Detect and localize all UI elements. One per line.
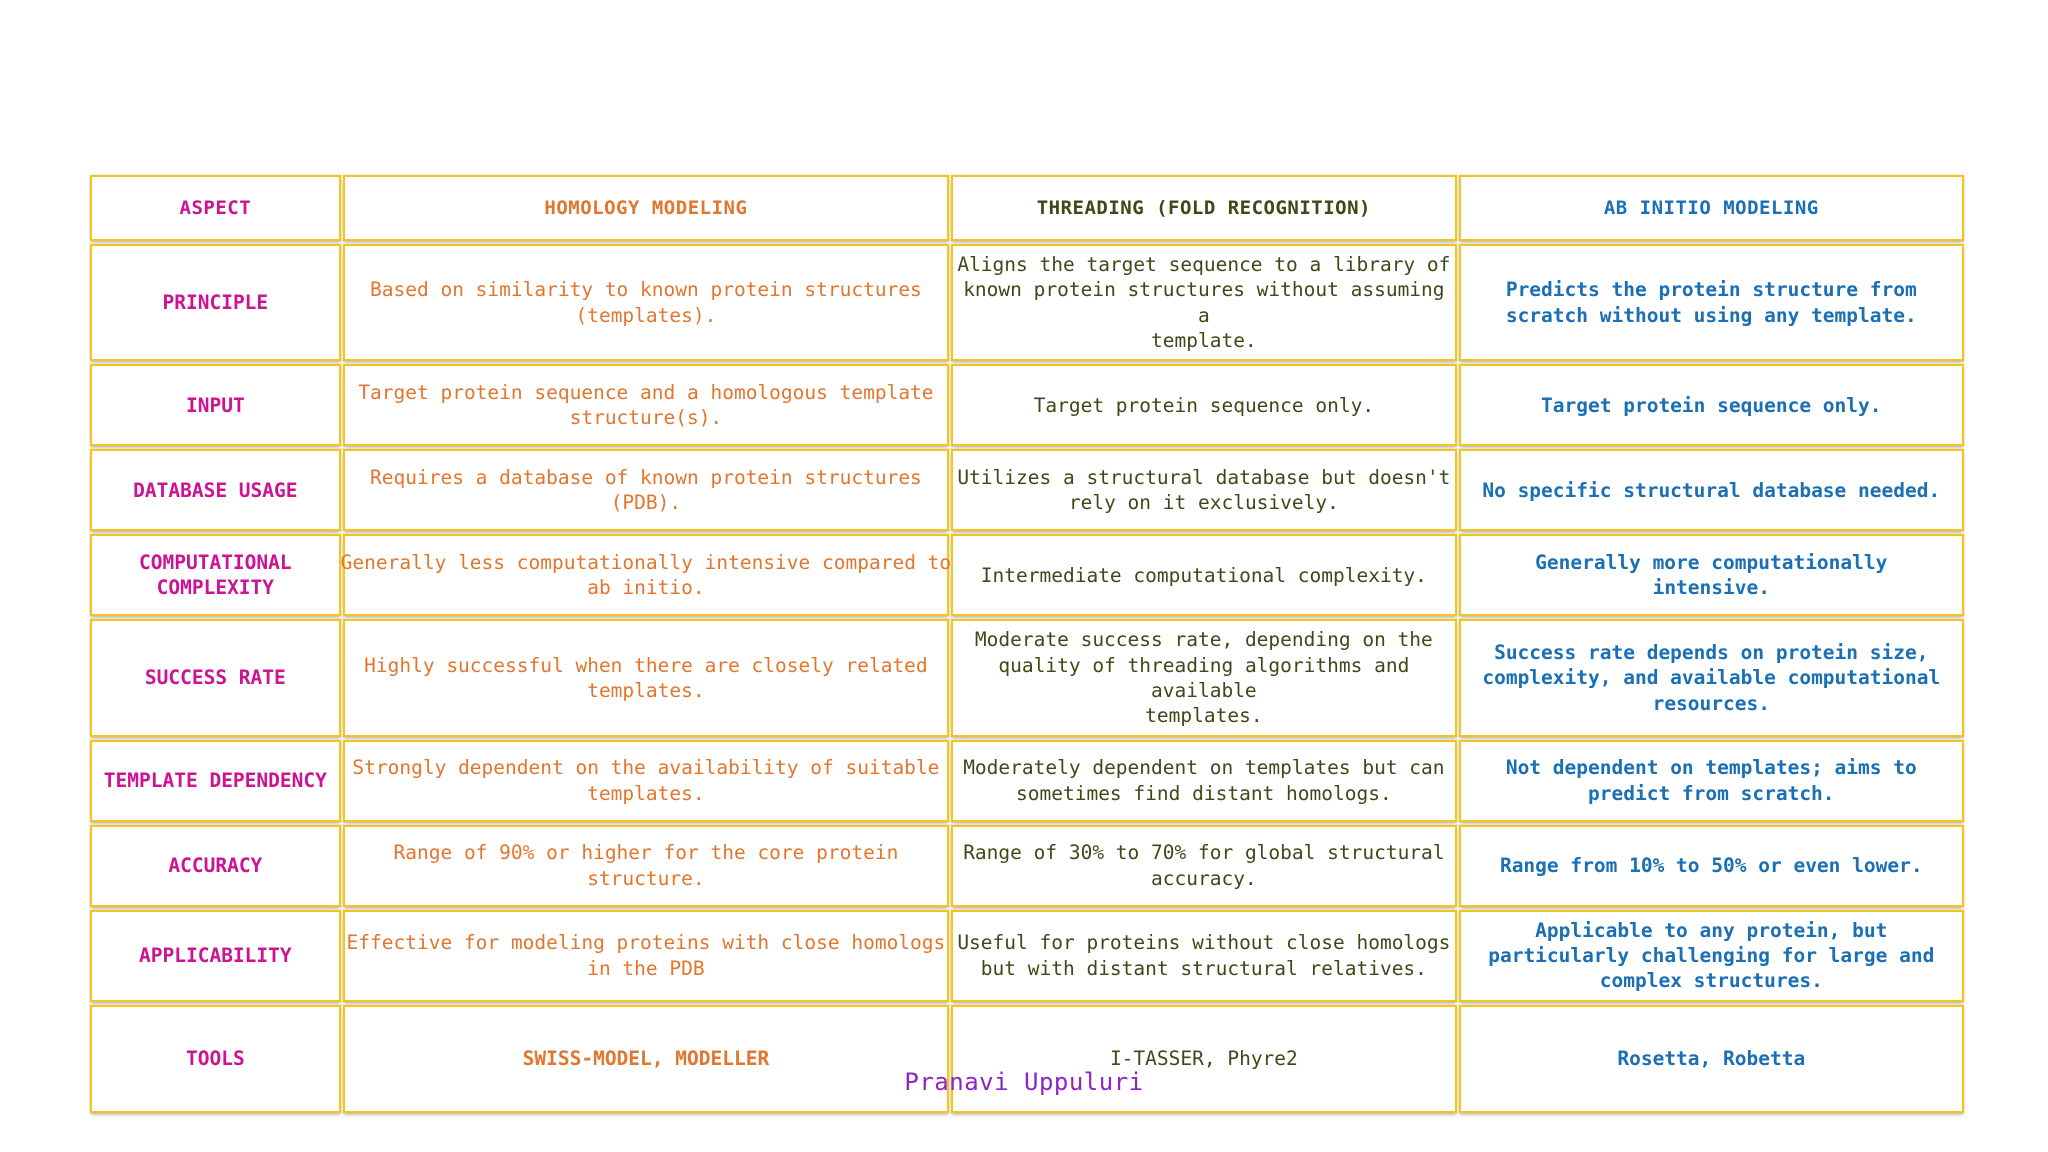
row-label-accuracy: ACCURACY xyxy=(90,824,341,907)
cell-input-threading: Target protein sequence only. xyxy=(951,364,1457,447)
cell-tools-threading: I-TASSER, Phyre2 xyxy=(951,1004,1457,1113)
row-label-database-usage: DATABASE USAGE xyxy=(90,449,341,532)
cell-text: Moderate success rate, depending on the … xyxy=(974,628,1433,728)
cell-complexity-homology: Generally less computationally intensive… xyxy=(341,534,951,617)
cell-complexity-abinitio: Generally more computationally intensive… xyxy=(1458,534,1964,617)
table-row: SUCCESS RATE Highly successful when ther… xyxy=(90,619,1964,737)
table-row: DATABASE USAGE Requires a database of kn… xyxy=(90,449,1964,532)
cell-database-abinitio: No specific structural database needed. xyxy=(1458,449,1964,532)
cell-applicability-threading: Useful for proteins without close homolo… xyxy=(951,909,1457,1002)
cell-success-abinitio: Success rate depends on protein size, co… xyxy=(1458,619,1964,737)
author-credit: Pranavi Uppuluri xyxy=(904,1068,1144,1096)
column-header-homology: HOMOLOGY MODELING xyxy=(342,175,950,241)
table-row: ACCURACY Range of 90% or higher for the … xyxy=(90,824,1964,907)
table-row: TEMPLATE DEPENDENCY Strongly dependent o… xyxy=(90,739,1964,822)
cell-principle-abinitio: Predicts the protein structure from scra… xyxy=(1458,244,1964,362)
row-label-applicability: APPLICABILITY xyxy=(90,909,341,1002)
cell-principle-threading: Aligns the target sequence to a library … xyxy=(951,244,1457,362)
row-label-template-dependency: TEMPLATE DEPENDENCY xyxy=(90,739,341,822)
protein-structure-prediction-comparison-table: ASPECT HOMOLOGY MODELING THREADING (FOLD… xyxy=(88,172,1966,1116)
cell-applicability-homology: Effective for modeling proteins with clo… xyxy=(342,909,950,1002)
column-header-aspect: ASPECT xyxy=(90,175,341,241)
cell-success-homology: Highly successful when there are closely… xyxy=(342,619,950,737)
cell-template-homology: Strongly dependent on the availability o… xyxy=(342,739,950,822)
row-label-tools: TOOLS xyxy=(90,1004,341,1113)
cell-accuracy-threading: Range of 30% to 70% for global structura… xyxy=(951,824,1457,907)
cell-input-abinitio: Target protein sequence only. xyxy=(1458,364,1964,447)
row-label-input: INPUT xyxy=(90,364,341,447)
table-row: INPUT Target protein sequence and a homo… xyxy=(90,364,1964,447)
table-header-row: ASPECT HOMOLOGY MODELING THREADING (FOLD… xyxy=(90,175,1964,241)
cell-database-homology: Requires a database of known protein str… xyxy=(342,449,950,532)
row-label-principle: PRINCIPLE xyxy=(90,244,341,362)
column-header-abinitio: AB INITIO MODELING xyxy=(1458,175,1964,241)
cell-text: Target protein sequence and a homologous… xyxy=(358,381,934,430)
table-row: PRINCIPLE Based on similarity to known p… xyxy=(90,244,1964,362)
cell-database-threading: Utilizes a structural database but doesn… xyxy=(951,449,1457,532)
cell-accuracy-abinitio: Range from 10% to 50% or even lower. xyxy=(1458,824,1964,907)
cell-text: Success rate depends on protein size, co… xyxy=(1482,641,1941,715)
cell-text: Generally less computationally intensive… xyxy=(340,551,952,600)
table-row: TOOLS SWISS-MODEL, MODELLER I-TASSER, Ph… xyxy=(90,1004,1964,1113)
cell-principle-homology: Based on similarity to known protein str… xyxy=(342,244,950,362)
cell-success-threading: Moderate success rate, depending on the … xyxy=(951,619,1457,737)
table-body: PRINCIPLE Based on similarity to known p… xyxy=(90,244,1964,1113)
cell-text: Effective for modeling proteins with clo… xyxy=(346,931,946,980)
row-label-success-rate: SUCCESS RATE xyxy=(90,619,341,737)
table-row: COMPUTATIONAL COMPLEXITY Generally less … xyxy=(90,534,1964,617)
cell-tools-homology: SWISS-MODEL, MODELLER xyxy=(342,1004,950,1113)
cell-text: Strongly dependent on the availability o… xyxy=(352,756,940,805)
cell-accuracy-homology: Range of 90% or higher for the core prot… xyxy=(342,824,950,907)
cell-tools-abinitio: Rosetta, Robetta xyxy=(1458,1004,1964,1113)
row-label-computational-complexity: COMPUTATIONAL COMPLEXITY xyxy=(90,534,341,617)
cell-template-threading: Moderately dependent on templates but ca… xyxy=(951,739,1457,822)
cell-text: Applicable to any protein, but particula… xyxy=(1488,918,1935,993)
cell-input-homology: Target protein sequence and a homologous… xyxy=(342,364,950,447)
column-header-threading: THREADING (FOLD RECOGNITION) xyxy=(951,175,1457,241)
cell-applicability-abinitio: Applicable to any protein, but particula… xyxy=(1458,909,1964,1002)
cell-text: Useful for proteins without close homolo… xyxy=(957,931,1451,980)
cell-text: No specific structural database needed. xyxy=(1482,478,1941,502)
table-row: APPLICABILITY Effective for modeling pro… xyxy=(90,909,1964,1002)
cell-template-abinitio: Not dependent on templates; aims to pred… xyxy=(1458,739,1964,822)
cell-complexity-threading: Intermediate computational complexity. xyxy=(951,534,1457,617)
